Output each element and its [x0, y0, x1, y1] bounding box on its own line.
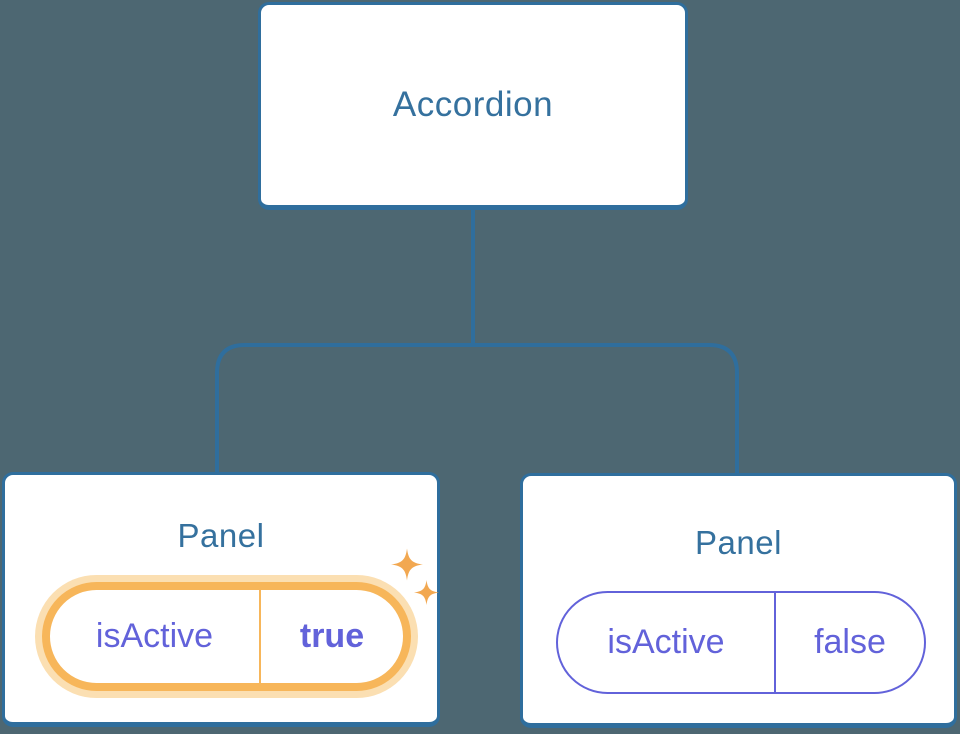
- accordion-label: Accordion: [392, 85, 554, 124]
- sparkles-icon: [391, 548, 423, 581]
- state-value: false: [814, 623, 886, 661]
- panel-active-label: Panel: [177, 517, 265, 554]
- pill-divider: [259, 590, 261, 683]
- state-pill-active: isActive true: [42, 582, 411, 691]
- pill-divider: [774, 593, 776, 692]
- state-pill-inactive: isActive false: [556, 591, 926, 694]
- connector-branch: [215, 343, 739, 476]
- state-key: isActive: [95, 617, 214, 655]
- node-panel-active: Panel isActive true: [2, 472, 440, 727]
- node-accordion: Accordion: [258, 2, 688, 210]
- panel-inactive-label: Panel: [695, 524, 782, 561]
- state-key: isActive: [607, 623, 725, 661]
- state-value: true: [299, 617, 365, 655]
- sparkles-icon: [414, 580, 439, 605]
- node-panel-inactive: Panel isActive false: [520, 473, 957, 728]
